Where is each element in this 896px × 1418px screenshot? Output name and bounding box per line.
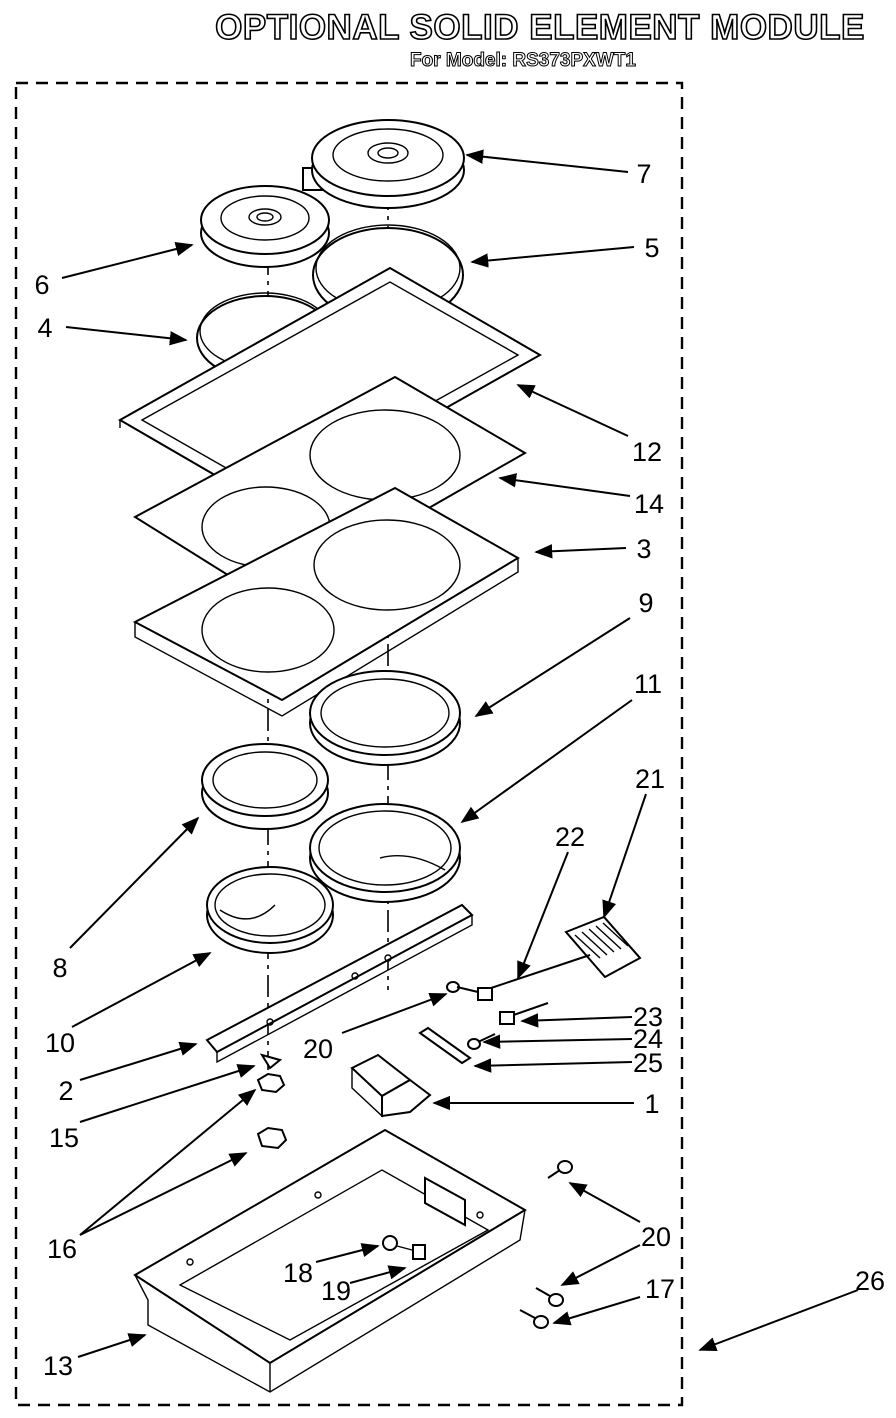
large-bowl-part-11[interactable] xyxy=(309,803,461,903)
screw-part-20-lower[interactable] xyxy=(535,1287,564,1307)
wire-part-23[interactable] xyxy=(499,1002,549,1025)
callout-17: 17 xyxy=(645,1274,675,1304)
callout-18: 18 xyxy=(283,1258,313,1288)
callout-2: 2 xyxy=(58,1076,73,1106)
small-reflector-part-8[interactable] xyxy=(201,743,329,830)
clip-part-15[interactable] xyxy=(259,1053,283,1070)
model-subtitle: For Model: RS373PXWT1 xyxy=(410,50,637,72)
diagram-title: OPTIONAL SOLID ELEMENT MODULE xyxy=(214,7,865,48)
callout-11: 11 xyxy=(634,669,662,699)
callout-6: 6 xyxy=(34,270,49,300)
base-plate-part-3[interactable] xyxy=(132,486,520,717)
strip-part-25[interactable] xyxy=(418,1026,472,1065)
large-element-part-7[interactable] xyxy=(302,119,465,209)
screw-part-20-side[interactable] xyxy=(547,1160,573,1179)
callout-26: 26 xyxy=(855,1266,885,1296)
callout-23: 23 xyxy=(633,1002,663,1032)
callout-7: 7 xyxy=(636,159,651,189)
callout-22: 22 xyxy=(555,822,585,852)
large-reflector-part-9[interactable] xyxy=(309,670,461,766)
screw-part-20-upper[interactable] xyxy=(446,981,479,993)
screw-part-17[interactable] xyxy=(519,1309,549,1329)
housing-box-part-13[interactable] xyxy=(133,1128,527,1393)
callout-19: 19 xyxy=(321,1276,351,1306)
callout-12: 12 xyxy=(632,437,662,467)
nut-lower-part-16[interactable] xyxy=(256,1126,288,1150)
support-bracket-part-2[interactable] xyxy=(205,903,474,1064)
callout-16: 16 xyxy=(47,1234,77,1264)
small-element-part-6[interactable] xyxy=(200,185,330,268)
callout-20-lower: 20 xyxy=(641,1222,671,1252)
small-bowl-part-10[interactable] xyxy=(206,866,334,954)
callout-8: 8 xyxy=(52,953,67,983)
callout-10: 10 xyxy=(45,1028,75,1058)
leader-lines xyxy=(61,149,859,1358)
grommet-part-18[interactable] xyxy=(382,1235,413,1251)
callout-1: 1 xyxy=(644,1089,659,1119)
callout-20-upper: 20 xyxy=(303,1034,333,1064)
callout-13: 13 xyxy=(43,1351,73,1381)
clamp-part-19[interactable] xyxy=(412,1244,426,1260)
wire-part-22[interactable] xyxy=(477,954,591,1001)
callout-15: 15 xyxy=(49,1123,79,1153)
nut-upper-part-16[interactable] xyxy=(256,1072,286,1094)
callout-21: 21 xyxy=(635,764,665,794)
callout-9: 9 xyxy=(638,588,653,618)
callout-3: 3 xyxy=(636,534,651,564)
callout-24: 24 xyxy=(633,1024,663,1054)
module-boundary xyxy=(14,81,684,1407)
callout-14: 14 xyxy=(634,489,664,519)
callout-25: 25 xyxy=(633,1048,663,1078)
callout-4: 4 xyxy=(37,313,52,343)
bracket-part-1[interactable] xyxy=(350,1053,432,1118)
callout-5: 5 xyxy=(644,233,659,263)
terminal-block-part-21[interactable] xyxy=(564,915,642,979)
